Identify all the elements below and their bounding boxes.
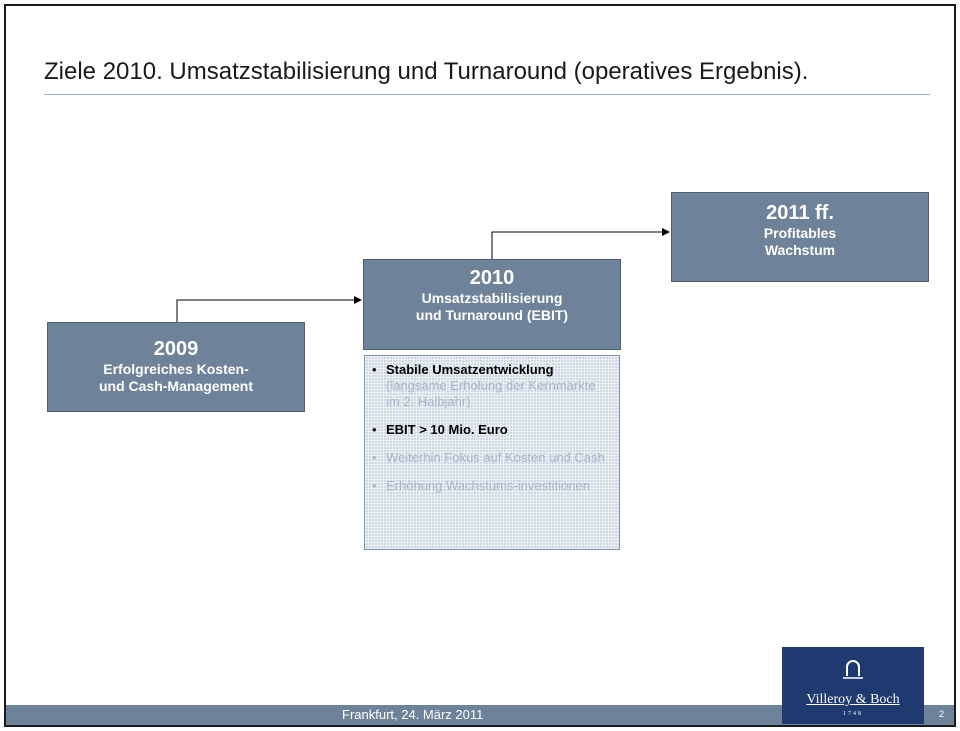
step-year: 2011 ff. (766, 202, 834, 224)
step-year: 2010 (469, 267, 515, 289)
arrow-2010-to-2011 (491, 228, 670, 259)
goal-text: Stabile Umsatzentwicklung (386, 362, 554, 377)
step-line: Profitables (763, 225, 837, 241)
goal-item: • Stabile Umsatzentwicklung (langsame Er… (371, 362, 611, 410)
villeroy-boch-logo: Villeroy & Boch 1748 (782, 647, 924, 724)
footer-text: Frankfurt, 24. März 2011 (342, 707, 484, 722)
goal-text: Weiterhin Fokus auf Kosten und Cash (386, 450, 605, 465)
step-2009-box: 2009 Erfolgreiches Kosten- und Cash-Mana… (47, 322, 305, 412)
slide-title: Ziele 2010. Umsatzstabilisierung und Tur… (44, 58, 809, 85)
goal-item: • Weiterhin Fokus auf Kosten und Cash (371, 450, 611, 466)
goals-list: • Stabile Umsatzentwicklung (langsame Er… (371, 362, 611, 494)
footer-bar: Frankfurt, 24. März 2011 2 (6, 705, 954, 725)
goal-text: Erhöhung Wachstums-investitionen (386, 478, 591, 493)
step-line: Umsatzstabilisierung (421, 290, 563, 306)
bullet-mark: • (372, 450, 377, 465)
connector-arrows (176, 228, 670, 322)
step-2010-box: 2010 Umsatzstabilisierung und Turnaround… (363, 259, 621, 350)
bullet-mark: • (372, 362, 377, 377)
bullet-mark: • (372, 478, 377, 493)
step-line: Erfolgreiches Kosten- (103, 361, 249, 377)
goal-item: • EBIT > 10 Mio. Euro (371, 422, 611, 438)
arrow-2009-to-2010 (176, 296, 362, 322)
page-number: 2 (939, 709, 945, 719)
logo-wordmark: Villeroy & Boch (806, 692, 900, 707)
bullet-mark: • (372, 422, 377, 437)
goal-note: (langsame Erholung der Kernmärkte im 2. … (386, 378, 596, 409)
goal-item: • Erhöhung Wachstums-investitionen (371, 478, 611, 494)
step-line: und Cash-Management (98, 378, 253, 394)
fountain-icon (843, 660, 863, 679)
step-line: und Turnaround (EBIT) (415, 307, 569, 323)
goals-2010-detail-box: • Stabile Umsatzentwicklung (langsame Er… (364, 355, 620, 550)
title-underline (44, 94, 930, 95)
step-2011-box: 2011 ff. Profitables Wachstum (671, 192, 929, 282)
step-line: Wachstum (764, 242, 836, 258)
step-year: 2009 (153, 338, 199, 360)
goal-text: EBIT > 10 Mio. Euro (386, 422, 508, 437)
slide-frame: Ziele 2010. Umsatzstabilisierung und Tur… (4, 4, 956, 727)
logo-year: 1748 (843, 711, 863, 717)
